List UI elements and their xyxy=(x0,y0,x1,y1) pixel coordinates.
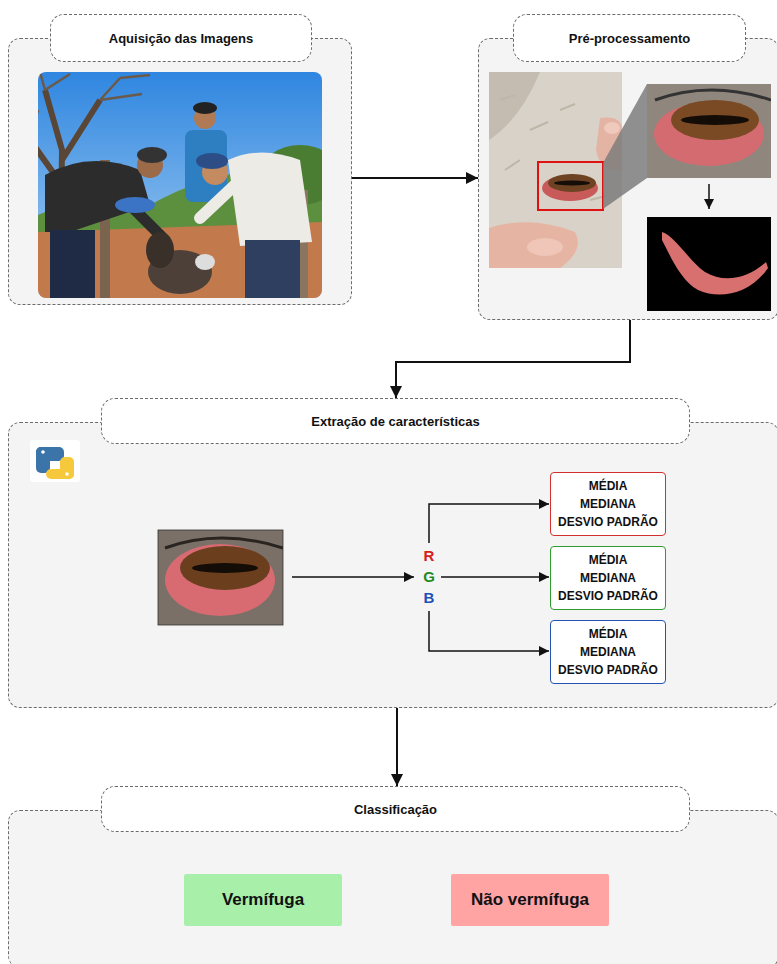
feature-box: MÉDIAMEDIANADESVIO PADRÃO xyxy=(550,472,666,536)
class-box: Vermífuga xyxy=(184,874,342,926)
crop-rectangle xyxy=(538,162,603,210)
panel-heading: Extração de características xyxy=(101,398,690,444)
panel-heading: Aquisição das Imagens xyxy=(50,14,312,62)
panel-fill xyxy=(8,38,352,305)
box-text: MEDIANA xyxy=(580,643,636,661)
panel-fill xyxy=(8,422,777,708)
thumb xyxy=(489,222,578,268)
channel-letter: R xyxy=(419,547,439,565)
channel-arrow xyxy=(429,611,549,651)
panel-heading: Classificação xyxy=(101,786,690,832)
channel-slot: B xyxy=(419,589,439,607)
thumb-nail xyxy=(527,238,563,256)
channel-letter: B xyxy=(419,589,439,607)
fur-texture xyxy=(500,95,606,200)
heading-text: Classificação xyxy=(354,802,437,817)
logo-eye xyxy=(65,472,69,476)
person-cap xyxy=(196,153,228,169)
eye-crop-border xyxy=(158,530,283,625)
zoom-callout xyxy=(603,84,647,209)
box-text: Não vermífuga xyxy=(471,890,589,910)
box-text: MEDIANA xyxy=(580,569,636,587)
eye-iris xyxy=(180,546,270,590)
finger-nail xyxy=(604,122,620,134)
eye-mucosa xyxy=(542,175,598,201)
goat-eye-photo xyxy=(489,72,622,268)
connector-arrow xyxy=(352,177,478,179)
flow-arrow xyxy=(292,576,414,578)
logo-ground xyxy=(30,440,80,482)
goat-patch xyxy=(195,254,215,270)
panel-fill xyxy=(8,810,777,964)
connector-arrow xyxy=(396,708,398,786)
stage-panel: Aquisição das Imagens xyxy=(8,14,352,305)
panel-frame xyxy=(478,38,777,320)
step-arrow xyxy=(708,184,710,209)
box-text: DESVIO PADRÃO xyxy=(558,587,658,605)
field-photo xyxy=(38,72,322,298)
channel-letter: G xyxy=(419,568,439,586)
stage-panel: Extração de característicasMÉDIAMEDIANAD… xyxy=(8,398,777,708)
box-text: Vermífuga xyxy=(222,890,304,910)
eye-iris xyxy=(671,100,759,140)
heading-text: Aquisição das Imagens xyxy=(109,31,254,46)
box-text: MÉDIA xyxy=(589,477,628,495)
connector-arrow xyxy=(396,320,630,398)
eye-iris xyxy=(548,174,596,192)
person-jeans xyxy=(245,240,300,298)
sky xyxy=(38,72,322,298)
fur xyxy=(489,72,622,268)
box-text: MÉDIA xyxy=(589,551,628,569)
logo-yellow xyxy=(60,457,74,479)
eyelid xyxy=(165,538,283,548)
goat-head xyxy=(146,232,174,268)
channel-arrow xyxy=(429,504,549,543)
stage-panel: ClassificaçãoVermífuga Não vermífuga xyxy=(8,786,777,964)
feature-box: MÉDIAMEDIANADESVIO PADRÃO xyxy=(550,546,666,610)
box-text: DESVIO PADRÃO xyxy=(558,513,658,531)
eye-pupil xyxy=(192,563,258,573)
class-box: Não vermífuga xyxy=(451,874,609,926)
zoomed-eye xyxy=(647,84,771,178)
channel-slot: R xyxy=(419,547,439,565)
box-text: DESVIO PADRÃO xyxy=(558,661,658,679)
channel-slot: G xyxy=(419,568,439,586)
eye-pupil xyxy=(554,181,590,186)
segmented-mucosa xyxy=(662,232,768,295)
person-arm xyxy=(200,185,235,218)
box-text: MEDIANA xyxy=(580,495,636,513)
tree-branches xyxy=(38,72,150,140)
heading-text: Pré-processamento xyxy=(569,31,690,46)
eyelid xyxy=(655,90,771,100)
panel-frame xyxy=(8,38,352,305)
blue-hat xyxy=(115,197,155,213)
person-cap xyxy=(193,102,217,114)
box-text: MÉDIA xyxy=(589,625,628,643)
fur xyxy=(647,84,771,178)
eye-crop xyxy=(158,530,283,625)
segmented-image xyxy=(647,217,771,311)
feature-box: MÉDIAMEDIANADESVIO PADRÃO xyxy=(550,620,666,684)
eye-mucosa xyxy=(165,544,275,616)
heading-text: Extração de características xyxy=(311,414,479,429)
python-logo xyxy=(30,440,80,482)
stage-panel: Pré-processamento xyxy=(478,14,777,320)
person-jeans xyxy=(50,230,95,298)
person-shirt xyxy=(45,161,150,232)
channel-arrow xyxy=(441,576,549,578)
panel-fill xyxy=(478,38,777,320)
panel-frame xyxy=(8,810,777,964)
panel-heading: Pré-processamento xyxy=(513,14,746,62)
logo-eye xyxy=(41,450,45,454)
fur xyxy=(158,530,283,625)
eye-pupil xyxy=(681,115,749,125)
person-cap xyxy=(137,147,167,163)
logo-blue xyxy=(36,447,50,473)
person-shirt xyxy=(228,153,312,247)
